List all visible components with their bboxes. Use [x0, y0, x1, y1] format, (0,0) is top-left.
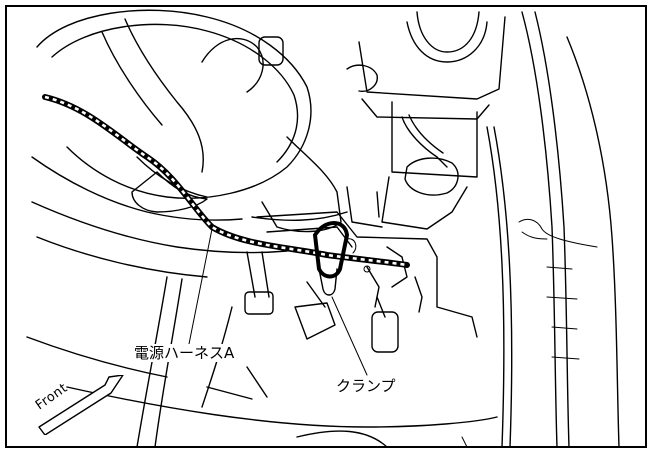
arrow-icon	[38, 375, 124, 435]
clamp-leader-line	[331, 296, 368, 376]
clamp	[312, 221, 371, 296]
vehicle-interior-drawing	[26, 9, 620, 446]
floor-lines	[26, 276, 498, 446]
front-direction-arrow	[35, 375, 135, 435]
harness-label: 電源ハーネスA	[134, 344, 235, 362]
clamp-label: クランプ	[336, 377, 396, 395]
harness-leader-line	[188, 228, 213, 345]
door-pillar	[486, 11, 620, 446]
steering-wheel	[36, 9, 378, 213]
center-console	[346, 11, 506, 230]
illustration-frame: Front 電源ハーネスA クランプ	[5, 5, 647, 448]
